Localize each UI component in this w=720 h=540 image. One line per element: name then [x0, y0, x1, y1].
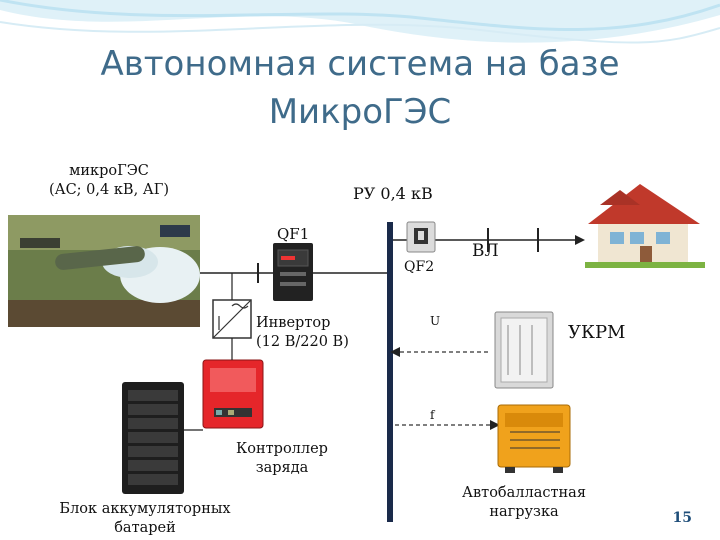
ukrm-cabinet-icon	[495, 312, 553, 388]
battery-label-line-1: Блок аккумуляторных	[42, 500, 248, 519]
charge-controller-icon	[203, 360, 263, 428]
ballast-label: Автобалластная нагрузка	[448, 484, 600, 522]
ballast-label-line-2: нагрузка	[448, 503, 600, 522]
micro-hpp-label-line-1: микроГЭС	[34, 162, 184, 181]
micro-hpp-photo	[8, 215, 200, 327]
inverter-label-line-1: Инвертор	[256, 314, 349, 333]
battery-label: Блок аккумуляторных батарей	[42, 500, 248, 538]
inverter-symbol	[213, 300, 251, 338]
qf1-breaker-icon	[273, 243, 313, 301]
page-number: 15	[673, 510, 692, 526]
u-signal-label: U	[430, 312, 440, 331]
controller-label-line-2: заряда	[230, 459, 334, 478]
inverter-label: Инвертор (12 В/220 В)	[256, 314, 349, 352]
qf1-label: QF1	[277, 225, 309, 244]
battery-label-line-2: батарей	[42, 519, 248, 538]
controller-label-line-1: Контроллер	[230, 440, 334, 459]
f-signal-label: f	[430, 406, 434, 425]
ukrm-label: УКРМ	[568, 323, 625, 342]
qf2-label: QF2	[404, 258, 434, 277]
switchgear-label: РУ 0,4 кВ	[353, 184, 433, 203]
micro-hpp-label-line-2: (АС; 0,4 кВ, АГ)	[34, 181, 184, 200]
ballast-load-icon	[498, 405, 570, 473]
ballast-label-line-1: Автобалластная	[448, 484, 600, 503]
busbar	[387, 222, 393, 522]
overhead-line-label: ВЛ	[472, 242, 499, 261]
qf2-breaker-icon	[407, 222, 435, 252]
micro-hpp-label: микроГЭС (АС; 0,4 кВ, АГ)	[34, 162, 184, 200]
overhead-line-arrow	[575, 235, 585, 245]
house-icon	[585, 184, 705, 268]
controller-label: Контроллер заряда	[230, 440, 334, 478]
battery-rack-icon	[122, 382, 184, 494]
inverter-label-line-2: (12 В/220 В)	[256, 333, 349, 352]
